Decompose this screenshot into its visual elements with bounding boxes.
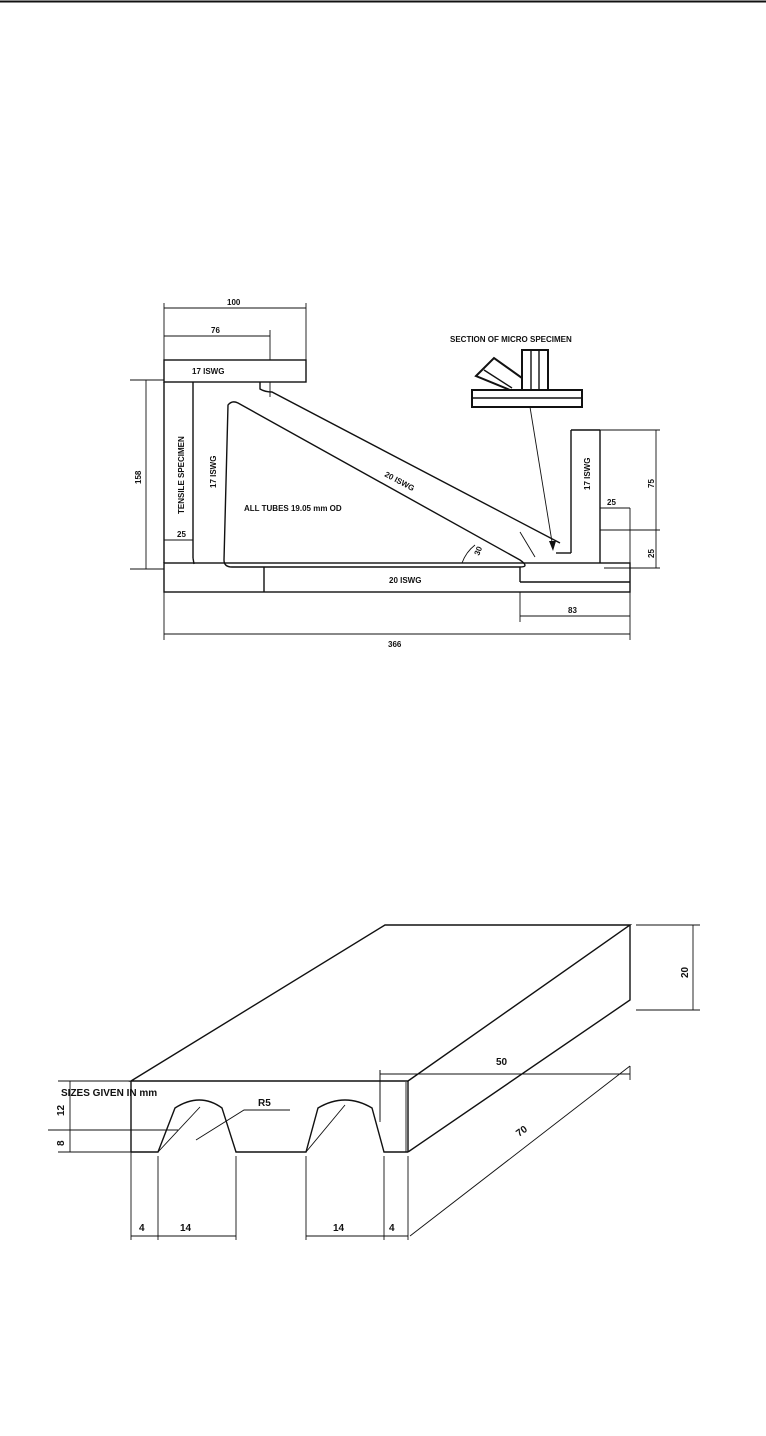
label-all-tubes: ALL TUBES 19.05 mm OD: [244, 504, 342, 513]
label-left-vertical: 17 ISWG: [209, 456, 218, 488]
dim-158: 158: [134, 470, 143, 484]
dim-366: 366: [388, 640, 402, 649]
label-bottom-tube: 20 ISWG: [389, 576, 421, 585]
label-top-tube: 17 ISWG: [192, 367, 224, 376]
dim-25-left: 25: [177, 530, 186, 539]
dim-4-left: 4: [139, 1223, 145, 1234]
dim-25-right-side: 25: [647, 549, 656, 558]
label-angle: 30: [473, 545, 485, 557]
dim-4-right: 4: [389, 1223, 395, 1234]
dim-70: 70: [514, 1124, 530, 1140]
label-section-title: SECTION OF MICRO SPECIMEN: [450, 335, 572, 344]
label-r5: R5: [258, 1098, 271, 1109]
dim-12: 12: [56, 1104, 67, 1116]
bottom-tube: [163, 562, 631, 593]
label-diagonal: 20 ISWG: [383, 470, 416, 493]
dim-14-left: 14: [180, 1223, 192, 1234]
micro-specimen-section: [471, 349, 583, 551]
fig2-labels: SIZES GIVEN IN mm 50 20 12 8 R5 70 4 14 …: [56, 966, 691, 1234]
frame-specimen-drawing: 100 76 17 ISWG 158 TENSILE SPECIMEN 17 I…: [130, 298, 660, 649]
triangle-tube-outline: [223, 401, 526, 568]
block-outline: [128, 924, 633, 1153]
dim-8: 8: [56, 1140, 67, 1146]
dim-76: 76: [211, 326, 220, 335]
dim-25-right-small: 25: [607, 498, 616, 507]
label-right-vertical: 17 ISWG: [583, 458, 592, 490]
dim-50: 50: [496, 1057, 508, 1068]
fig2-dimension-lines: [48, 924, 700, 1240]
dim-83: 83: [568, 606, 577, 615]
right-vertical-tube: [556, 429, 601, 563]
dim-75: 75: [647, 479, 656, 488]
dim-14-right: 14: [333, 1223, 345, 1234]
dim-100: 100: [227, 298, 241, 307]
label-tensile-specimen: TENSILE SPECIMEN: [177, 436, 186, 514]
fig1-labels: 100 76 17 ISWG 158 TENSILE SPECIMEN 17 I…: [134, 298, 656, 649]
block-specimen-drawing: SIZES GIVEN IN mm 50 20 12 8 R5 70 4 14 …: [48, 924, 700, 1240]
diagonal-tube: [259, 382, 561, 564]
dim-20: 20: [680, 966, 691, 978]
fig1-dimension-lines: [130, 303, 660, 640]
note-sizes: SIZES GIVEN IN mm: [61, 1088, 157, 1099]
top-tube: [163, 359, 307, 383]
